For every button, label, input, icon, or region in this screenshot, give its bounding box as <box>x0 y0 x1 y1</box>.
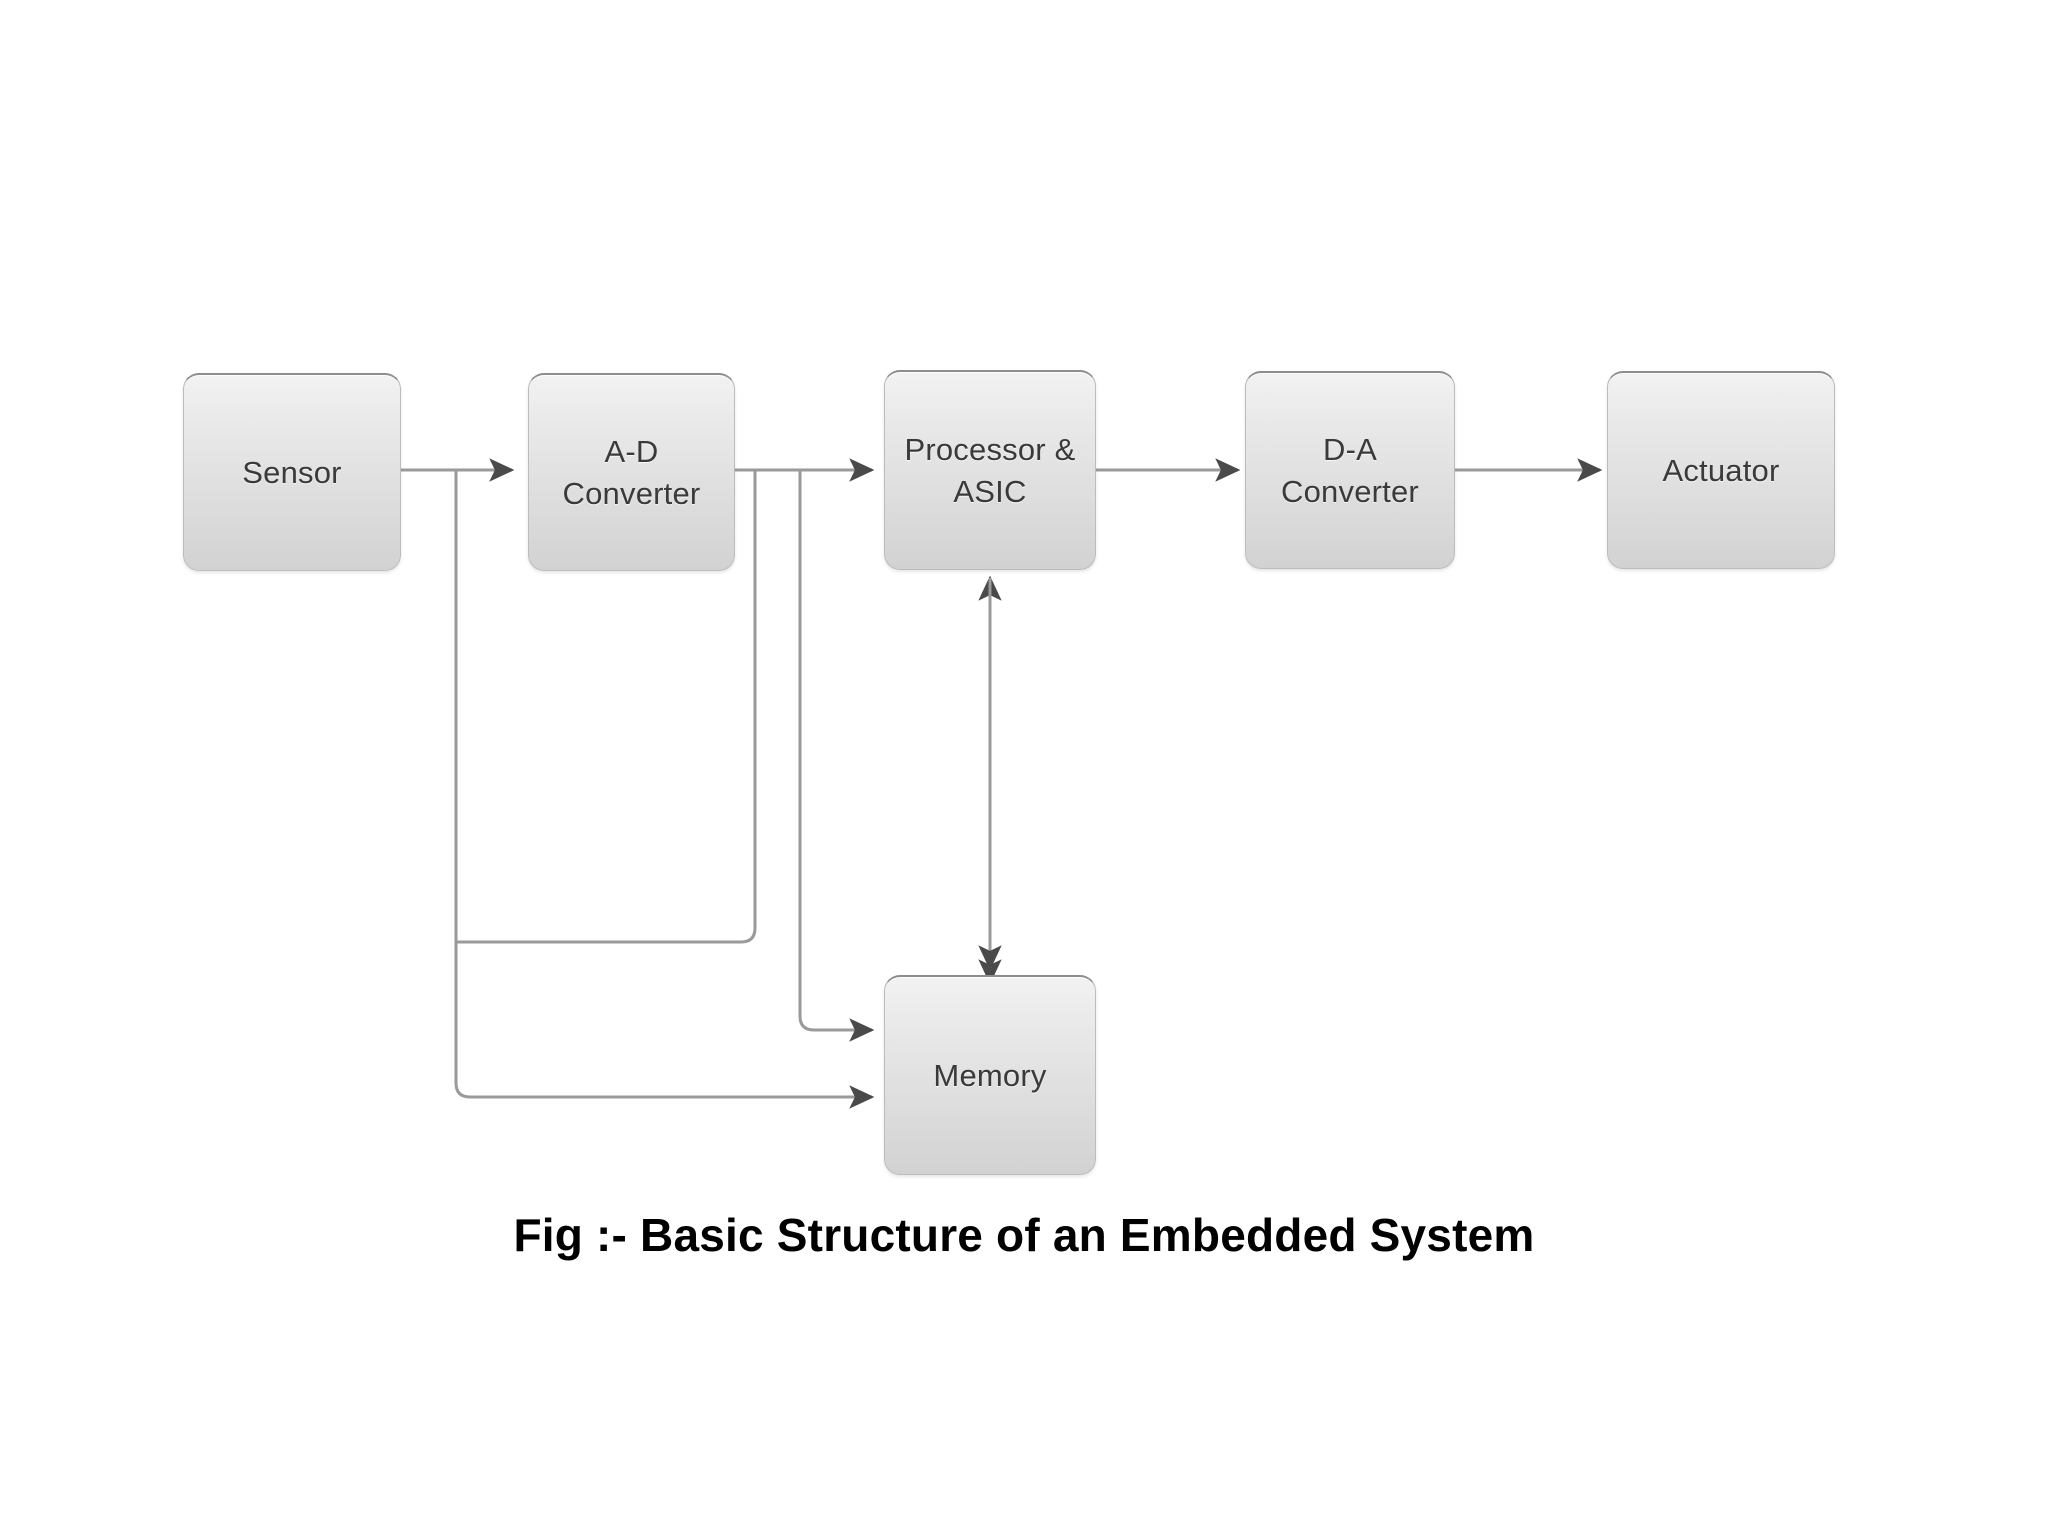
wire-adc-to-memory <box>798 470 875 1042</box>
node-ad-converter[interactable]: A-D Converter <box>528 373 735 571</box>
node-memory[interactable]: Memory <box>884 975 1096 1175</box>
figure-caption: Fig :- Basic Structure of an Embedded Sy… <box>513 1209 1535 1261</box>
node-memory-label: Memory <box>933 1057 1047 1093</box>
node-processor-asic[interactable]: Processor & ASIC <box>884 370 1096 570</box>
node-da-converter[interactable]: D-A Converter <box>1245 371 1455 569</box>
node-sensor-label: Sensor <box>242 454 342 490</box>
node-ad-converter-label: A-D Converter <box>562 433 701 511</box>
node-actuator-label: Actuator <box>1662 452 1780 488</box>
node-actuator[interactable]: Actuator <box>1607 371 1835 569</box>
node-sensor[interactable]: Sensor <box>183 373 401 571</box>
node-da-converter-label: D-A Converter <box>1281 431 1419 509</box>
node-processor-asic-label: Processor & ASIC <box>904 431 1076 509</box>
